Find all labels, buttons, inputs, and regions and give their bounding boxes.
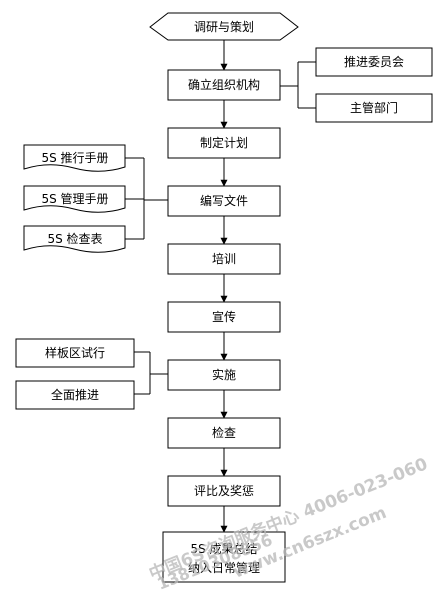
step-label: 检查	[212, 425, 236, 440]
flow-step-evaluate: 评比及奖惩	[167, 475, 281, 507]
final-line-1: 5S 成果总结	[190, 542, 257, 556]
side-label: 样板区试行	[45, 345, 105, 360]
connector-implementation	[134, 351, 168, 395]
side-label: 5S 推行手册	[41, 151, 108, 165]
side-label: 推进委员会	[344, 55, 404, 69]
step-label: 制定计划	[200, 135, 248, 150]
doc-shape-management-manual: 5S 管理手册	[23, 185, 126, 213]
flow-step-documents: 编写文件	[167, 185, 281, 217]
step-label: 培训	[212, 251, 236, 266]
watermark: 中国6S咨询服务中心 4006-023-060 www.cn6szx.com 1…	[146, 453, 431, 593]
side-box	[15, 338, 135, 368]
document-shape	[23, 144, 126, 172]
step-box	[167, 185, 281, 217]
document-shape	[23, 225, 126, 253]
document-shape	[23, 185, 126, 213]
step-box	[167, 417, 281, 449]
step-box	[167, 69, 281, 101]
step-box	[167, 301, 281, 333]
side-label: 5S 检查表	[47, 231, 102, 246]
step-label: 实施	[212, 367, 236, 382]
step-label: 编写文件	[200, 193, 248, 208]
side-label: 主管部门	[350, 100, 398, 115]
flow-step-training: 培训	[167, 243, 281, 275]
hexagon-shape	[149, 12, 299, 41]
step-box	[167, 127, 281, 159]
flow-step-inspect: 检查	[167, 417, 281, 449]
flow-step-implement: 实施	[167, 359, 281, 391]
side-box	[15, 380, 135, 410]
doc-shape-checklist: 5S 检查表	[23, 225, 126, 253]
step-label: 调研与策划	[194, 20, 254, 34]
impl-box-pilot: 样板区试行	[15, 338, 135, 368]
step-label: 确立组织机构	[188, 77, 260, 92]
flow-step-plan: 制定计划	[167, 127, 281, 159]
flow-step-organize: 确立组织机构	[167, 69, 281, 101]
connector-organization	[280, 61, 316, 109]
connector-documents	[125, 157, 168, 240]
step-box	[167, 475, 281, 507]
side-connectors	[125, 61, 316, 395]
impl-box-rollout: 全面推进	[15, 380, 135, 410]
flow-step-start: 调研与策划	[149, 12, 299, 41]
org-box-department: 主管部门	[315, 93, 433, 123]
doc-shape-promotion-manual: 5S 推行手册	[23, 144, 126, 172]
step-box	[167, 243, 281, 275]
step-label: 宣传	[212, 309, 236, 324]
side-box	[315, 47, 433, 77]
flow-step-publicity: 宣传	[167, 301, 281, 333]
org-box-committee: 推进委员会	[315, 47, 433, 77]
side-label: 5S 管理手册	[41, 191, 108, 206]
step-label: 评比及奖惩	[194, 484, 254, 498]
flow-step-final: 5S 成果总结 纳入日常管理	[162, 531, 286, 583]
final-line-2: 纳入日常管理	[188, 560, 260, 575]
step-box	[167, 359, 281, 391]
side-box	[315, 93, 433, 123]
side-label: 全面推进	[51, 387, 99, 402]
step-box	[162, 531, 286, 583]
